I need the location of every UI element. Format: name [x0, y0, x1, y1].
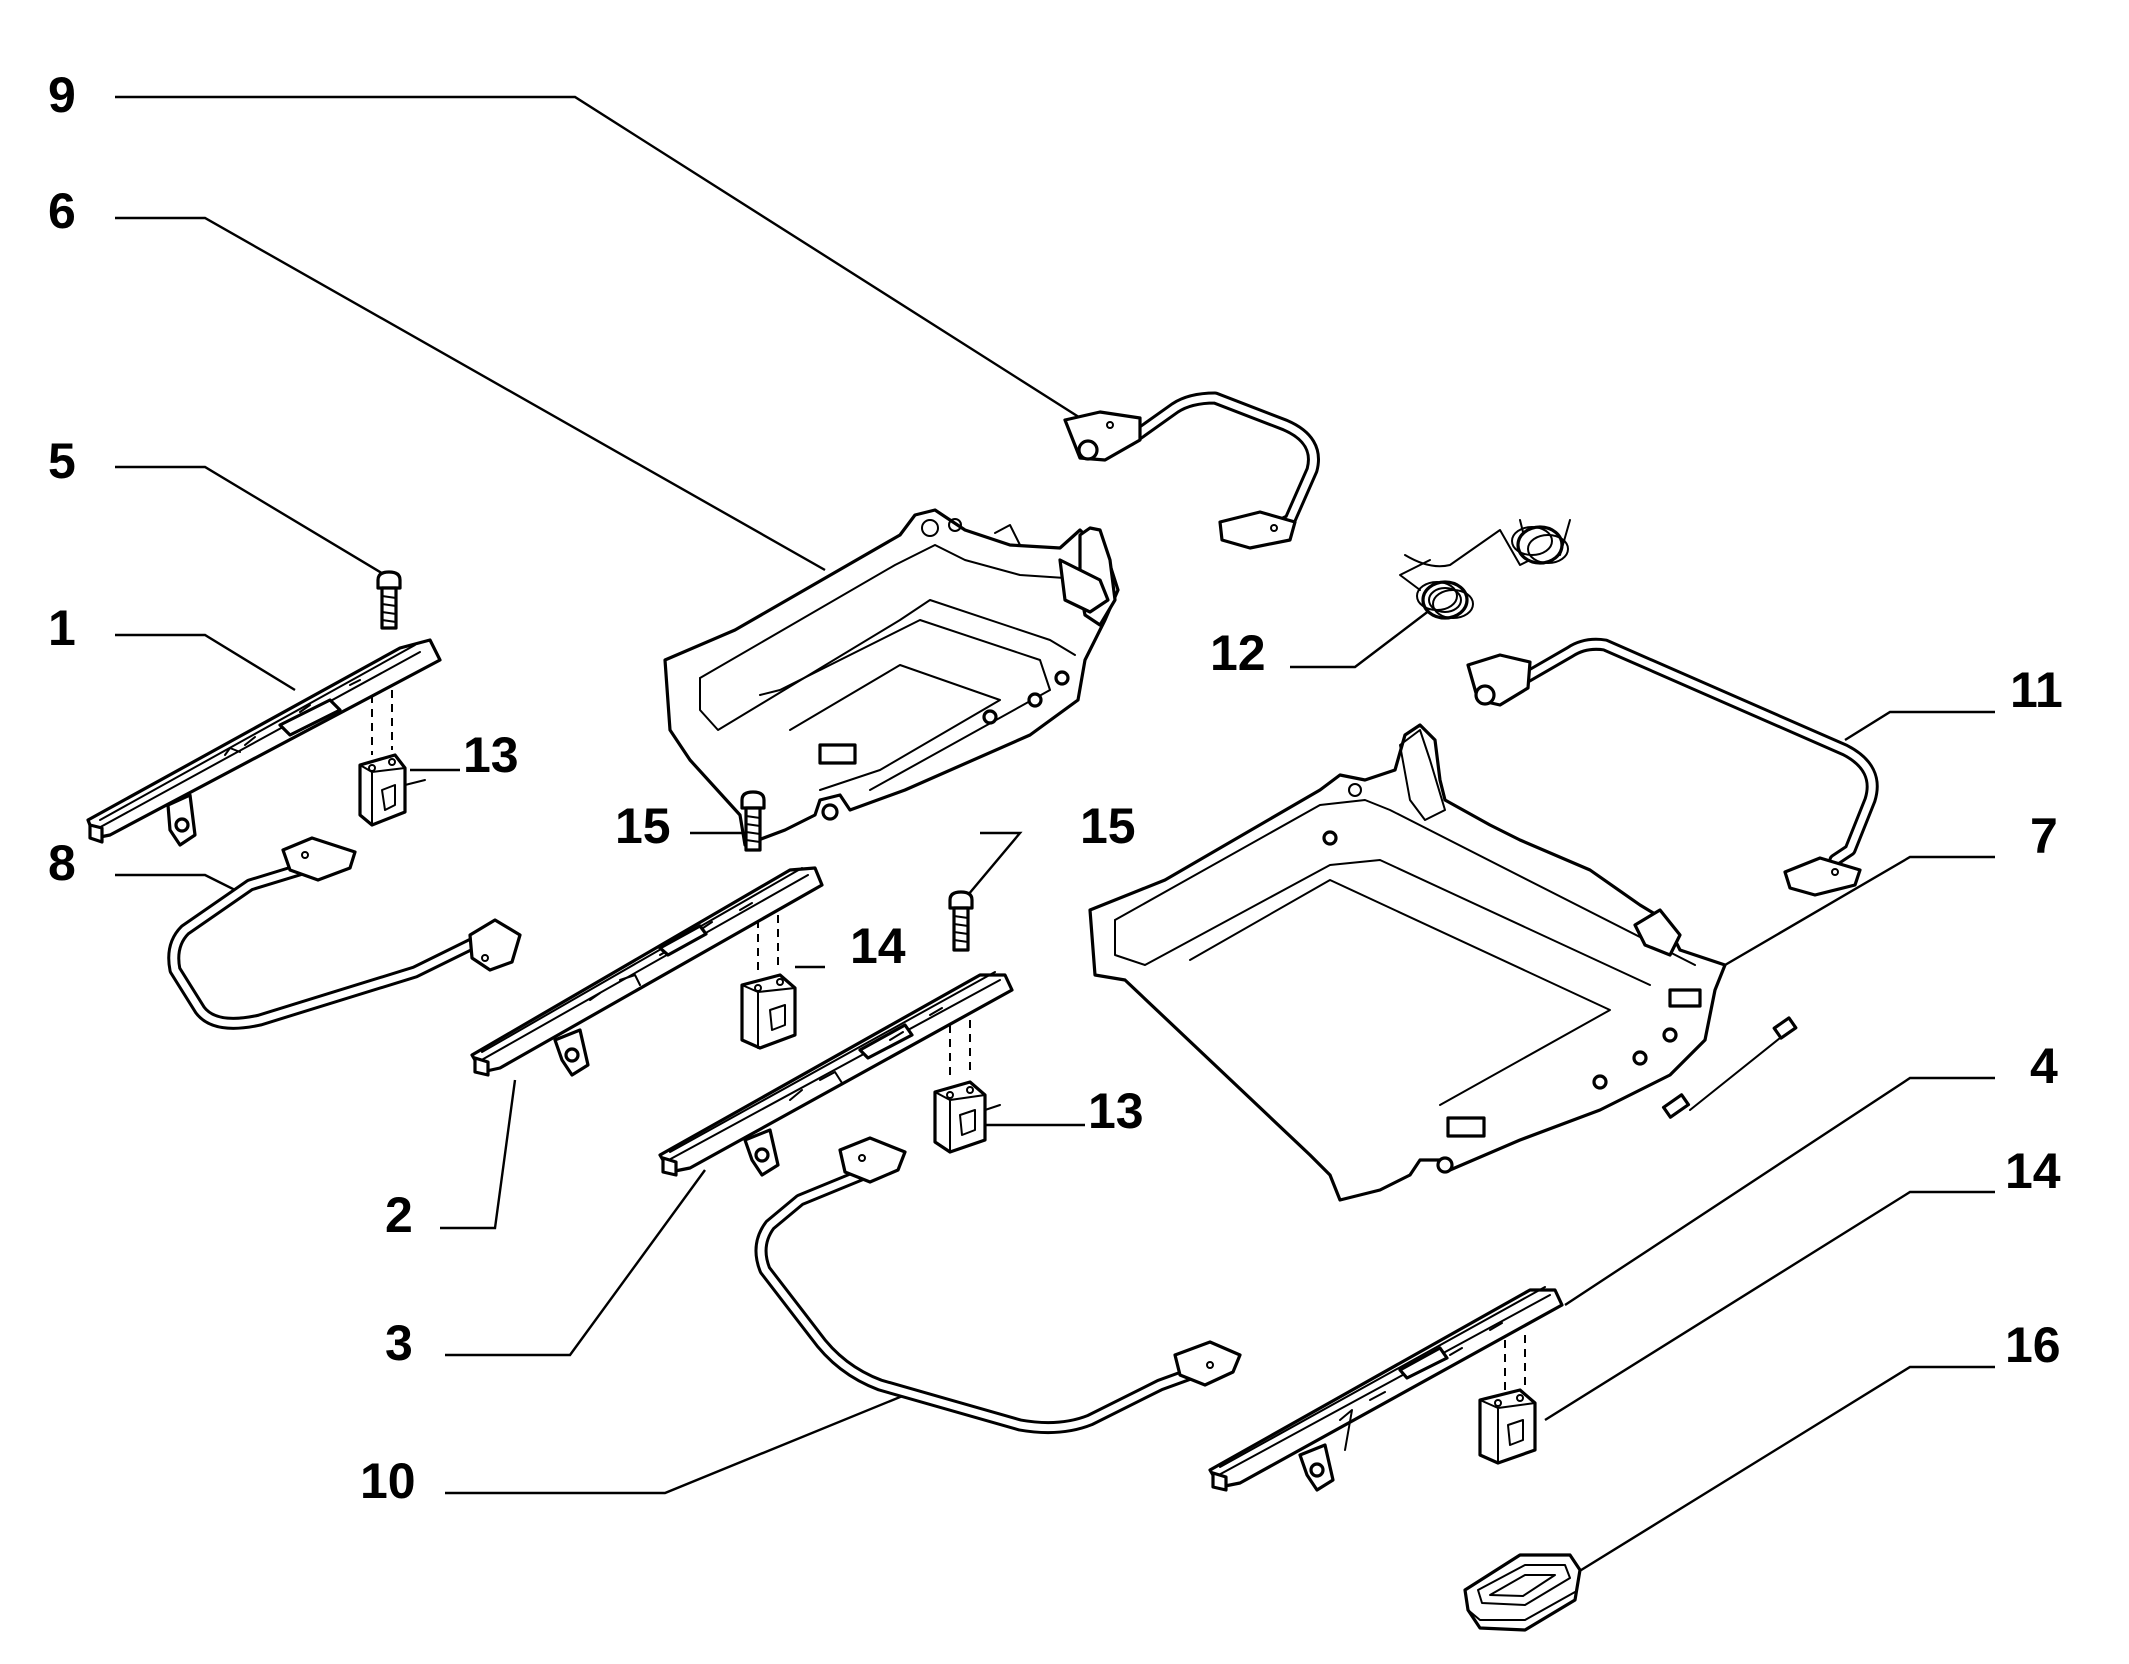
- callout-5: 5: [48, 433, 76, 489]
- leader-8: [115, 873, 236, 892]
- part-1-rail: [86, 638, 442, 847]
- leader-3: [445, 1169, 706, 1357]
- callout-10: 10: [360, 1453, 416, 1509]
- part-4-rail: [1208, 1286, 1564, 1492]
- part-6-frame: [663, 508, 1120, 847]
- part-8-rod: [167, 836, 522, 1030]
- part-3-rail: [658, 971, 1014, 1177]
- callout-7: 7: [2030, 808, 2058, 864]
- part-2-rail: [470, 866, 824, 1077]
- callout-14a: 14: [850, 918, 906, 974]
- part-7-frame: [1088, 723, 1727, 1202]
- part-15b-bolt: [948, 890, 974, 952]
- leader-6: [115, 216, 826, 572]
- callout-12: 12: [1210, 625, 1266, 681]
- leader-11: [1844, 710, 1995, 742]
- leader-7: [1724, 855, 1995, 967]
- leader-5: [115, 465, 386, 577]
- leader-2: [440, 1079, 517, 1230]
- callout-16: 16: [2005, 1317, 2061, 1373]
- callout-13b: 13: [1088, 1083, 1144, 1139]
- part-10-rod: [754, 1136, 1242, 1435]
- part-5-bolt: [376, 570, 402, 630]
- callout-14b: 14: [2005, 1143, 2061, 1199]
- callout-13a: 13: [463, 727, 519, 783]
- leader-1: [115, 633, 296, 692]
- part-12-spring: [1399, 519, 1571, 620]
- callout-11: 11: [2010, 662, 2063, 718]
- callout-9: 9: [48, 67, 76, 123]
- part-15a-bolt: [740, 790, 766, 852]
- leader-10: [445, 1393, 906, 1495]
- part-13b-bracket: [933, 1020, 1001, 1154]
- leader-14b: [1544, 1190, 1995, 1422]
- callout-6: 6: [48, 183, 76, 239]
- callout-3: 3: [385, 1315, 413, 1371]
- part-9-rod: [1063, 391, 1320, 550]
- leader-4: [1564, 1076, 1995, 1307]
- leader-16: [1564, 1365, 1995, 1582]
- leader-15b: [967, 831, 1023, 896]
- callout-labels: 9 6 5 1 13 8 15 15 14 2 13 3 10 12 11 7 …: [48, 67, 2063, 1509]
- part-13a-bracket: [358, 690, 426, 827]
- callout-2: 2: [385, 1187, 413, 1243]
- part-11-rod: [1466, 637, 1879, 897]
- callout-8: 8: [48, 835, 76, 891]
- leader-lines: [115, 95, 1995, 1582]
- callout-4: 4: [2030, 1038, 2058, 1094]
- part-14a-bracket: [740, 915, 797, 1050]
- callout-15b: 15: [1080, 798, 1136, 854]
- leader-9: [115, 95, 1116, 442]
- part-14b-bracket: [1478, 1335, 1537, 1465]
- part-16-cup: [1463, 1553, 1582, 1632]
- callout-1: 1: [48, 600, 76, 656]
- callout-15a: 15: [615, 798, 671, 854]
- cable-connector: [1661, 1016, 1798, 1119]
- leader-12: [1290, 609, 1431, 669]
